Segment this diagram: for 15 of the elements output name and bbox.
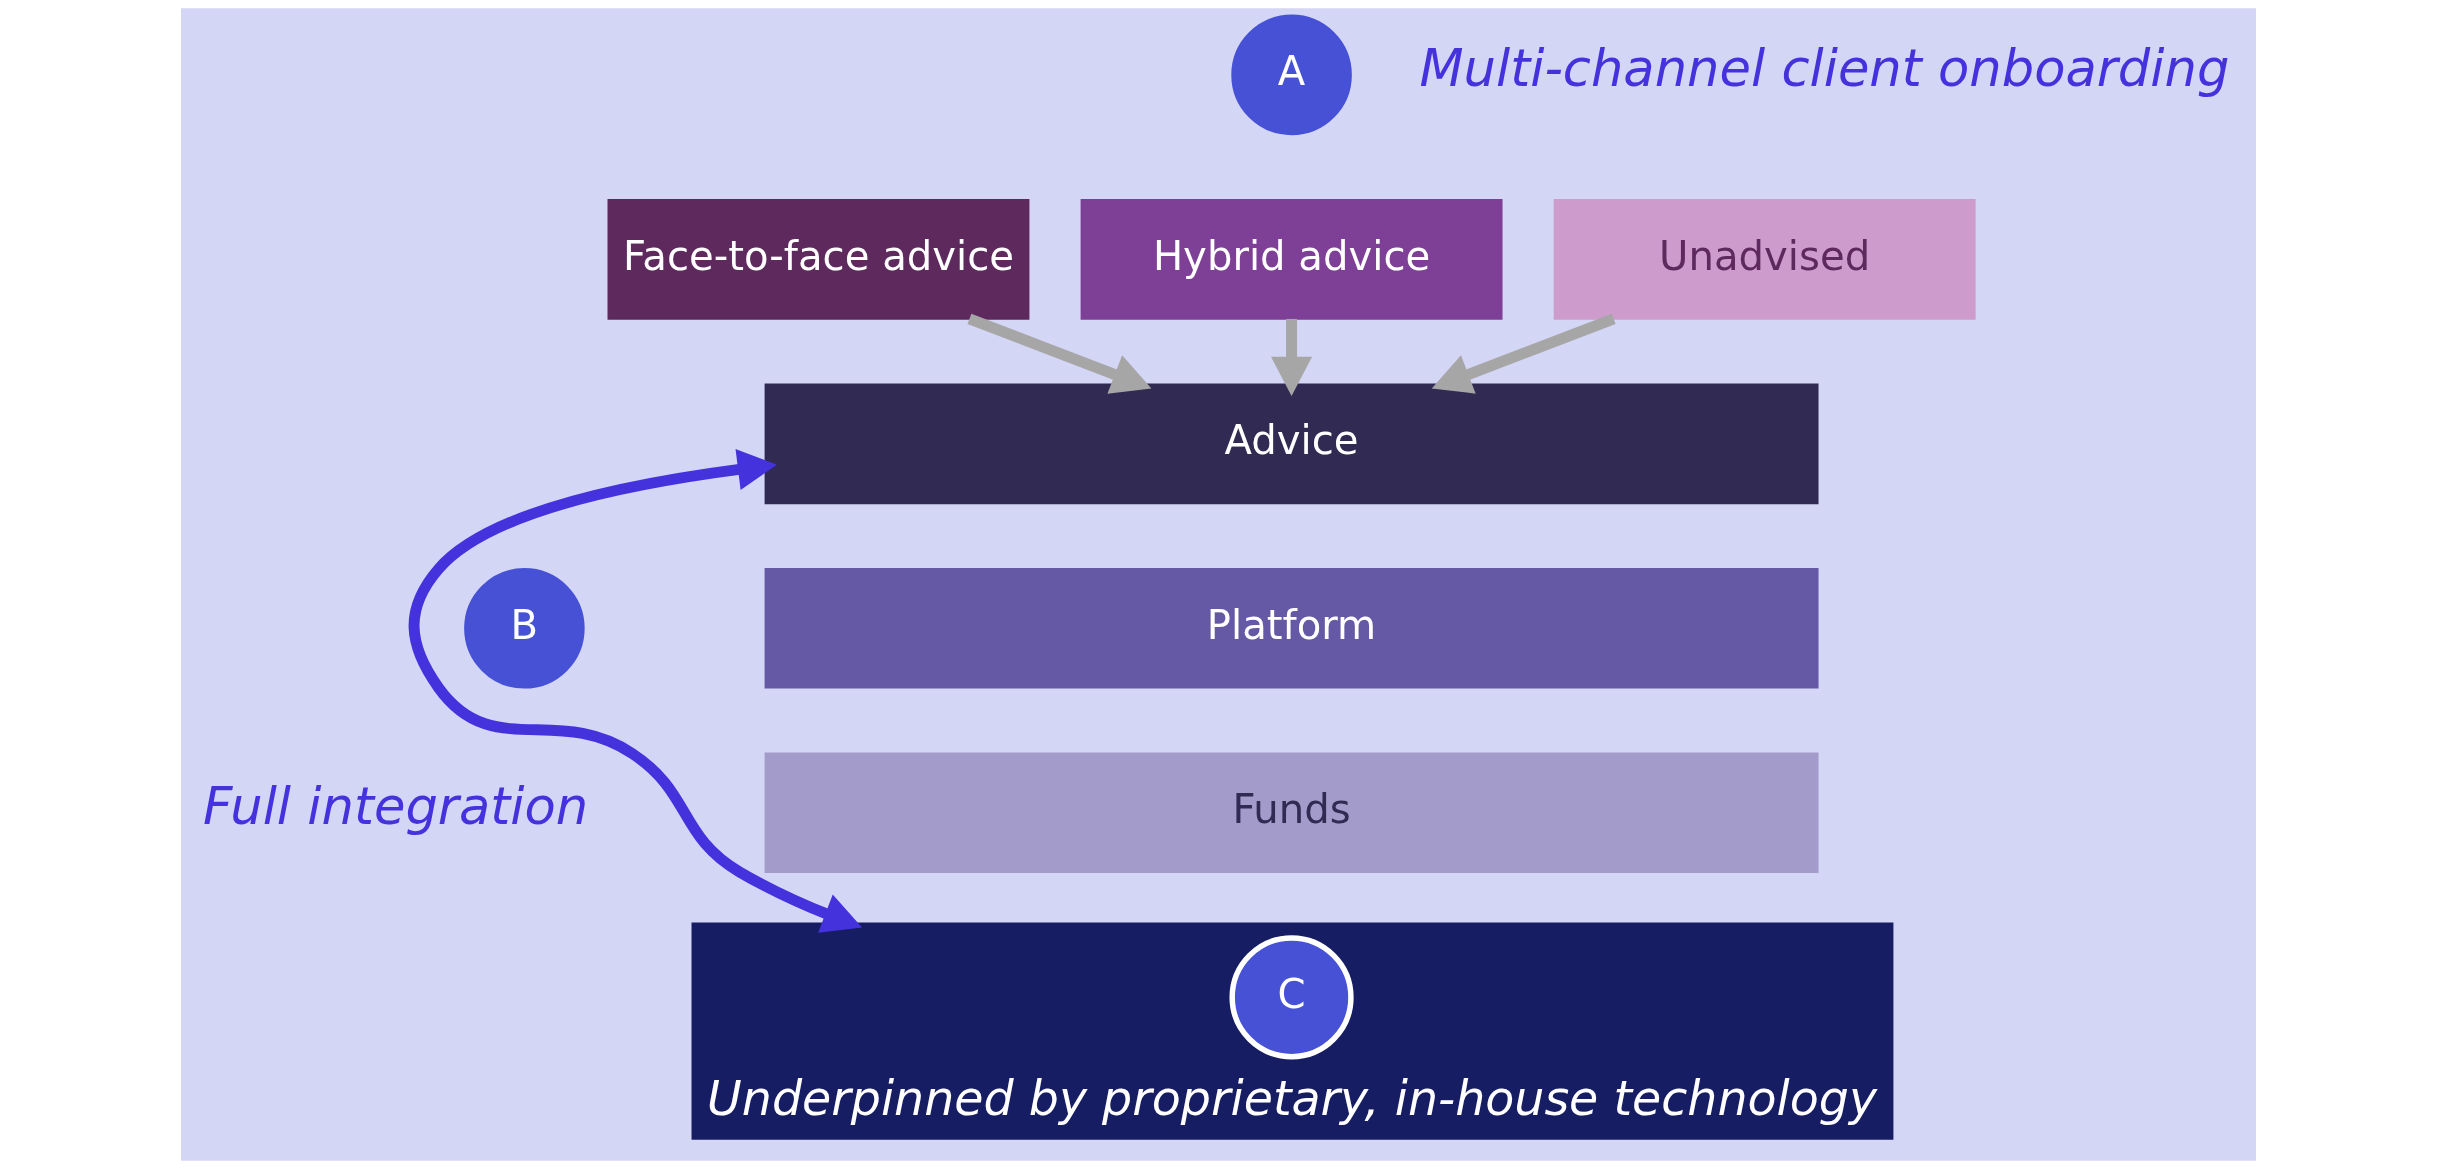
- node-circle: A: [1231, 14, 1352, 136]
- arrow: [967, 313, 1152, 394]
- arrow: [408, 449, 863, 933]
- node-box: Unadvised: [1553, 199, 1976, 320]
- node-box: Advice: [764, 383, 1819, 505]
- node-box: Funds: [764, 752, 1819, 874]
- node-label: Full integration: [202, 776, 589, 836]
- node-box: Face-to-face advice: [607, 199, 1030, 320]
- node-circle: C: [1229, 935, 1354, 1060]
- node-box: Hybrid advice: [1080, 199, 1503, 320]
- arrow: [1431, 313, 1616, 394]
- node-circle: B: [464, 568, 585, 689]
- arrow: [1271, 318, 1313, 397]
- node-label: Multi-channel client onboarding: [1419, 38, 2230, 98]
- node-box: Platform: [764, 568, 1819, 689]
